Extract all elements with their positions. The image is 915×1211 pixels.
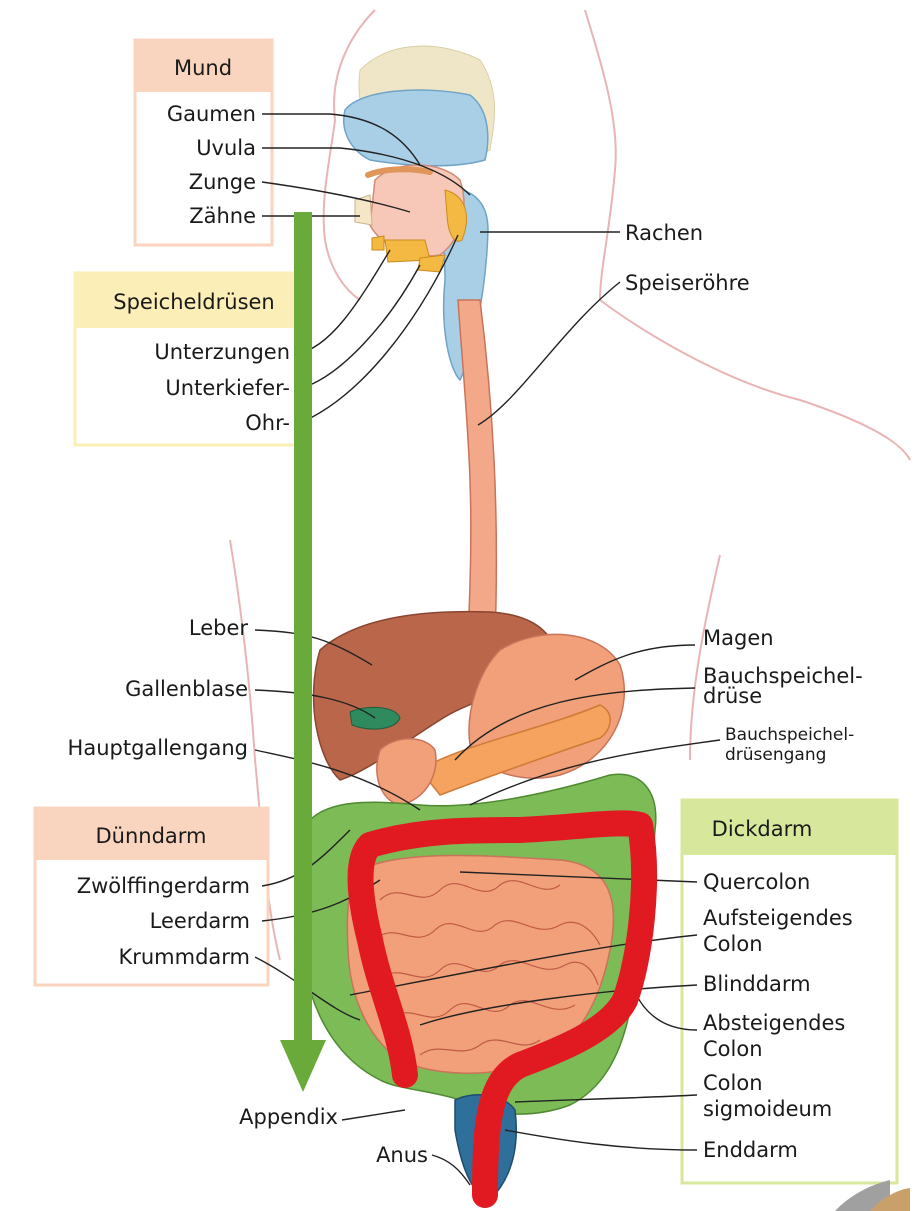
label-ascending-colon-2: Colon <box>703 932 763 956</box>
salivary-title: Speicheldrüsen <box>113 290 274 314</box>
label-pancreatic-duct-1: Bauchspeichel- <box>725 725 854 745</box>
label-ascending-colon-1: Aufsteigendes <box>703 906 853 930</box>
mouth-box: Mund Gaumen Uvula Zunge Zähne <box>135 40 272 245</box>
label-parotid: Ohr- <box>245 411 290 435</box>
label-descending-colon-2: Colon <box>703 1037 763 1061</box>
label-ileum: Krummdarm <box>118 945 250 969</box>
label-pancreatic-duct-2: drüsengang <box>725 745 826 765</box>
large-intestine-box: Dickdarm Quercolon Aufsteigendes Colon B… <box>682 800 897 1183</box>
small-intestine-box: Dünndarm Zwölffingerdarm Leerdarm Krummd… <box>35 808 268 985</box>
label-tongue: Zunge <box>189 170 256 194</box>
label-descending-colon-1: Absteigendes <box>703 1011 845 1035</box>
label-palate: Gaumen <box>167 102 256 126</box>
label-uvula: Uvula <box>196 136 256 160</box>
label-jejunum: Leerdarm <box>150 909 250 933</box>
large-intestine-title: Dickdarm <box>712 817 813 841</box>
label-bile-duct: Hauptgallengang <box>68 736 248 760</box>
label-appendix: Appendix <box>239 1105 338 1129</box>
label-transverse-colon: Quercolon <box>703 870 810 894</box>
label-sigmoid-colon-1: Colon <box>703 1071 763 1095</box>
small-intestine-title: Dünndarm <box>95 824 206 848</box>
label-rectum: Enddarm <box>703 1138 798 1162</box>
mouth-title: Mund <box>174 56 232 80</box>
label-cecum: Blinddarm <box>703 972 811 996</box>
duodenum-shape <box>377 739 436 805</box>
label-sigmoid-colon-2: sigmoideum <box>703 1097 832 1121</box>
label-sublingual: Unterzungen <box>154 340 290 364</box>
label-submandibular: Unterkiefer- <box>165 376 290 400</box>
corner-decoration <box>835 1180 910 1211</box>
nasal-cavity <box>344 90 488 166</box>
gallbladder <box>350 707 400 729</box>
esophagus <box>458 300 496 640</box>
label-stomach: Magen <box>703 626 774 650</box>
label-esophagus: Speiseröhre <box>625 271 750 295</box>
label-anus: Anus <box>376 1143 428 1167</box>
label-pancreas-2: drüse <box>703 684 762 708</box>
label-gallbladder: Gallenblase <box>125 677 248 701</box>
salivary-box: Speicheldrüsen Unterzungen Unterkiefer- … <box>75 273 310 445</box>
label-teeth: Zähne <box>189 204 256 228</box>
label-duodenum: Zwölffingerdarm <box>77 874 250 898</box>
label-pharynx: Rachen <box>625 221 703 245</box>
label-liver: Leber <box>189 616 249 640</box>
